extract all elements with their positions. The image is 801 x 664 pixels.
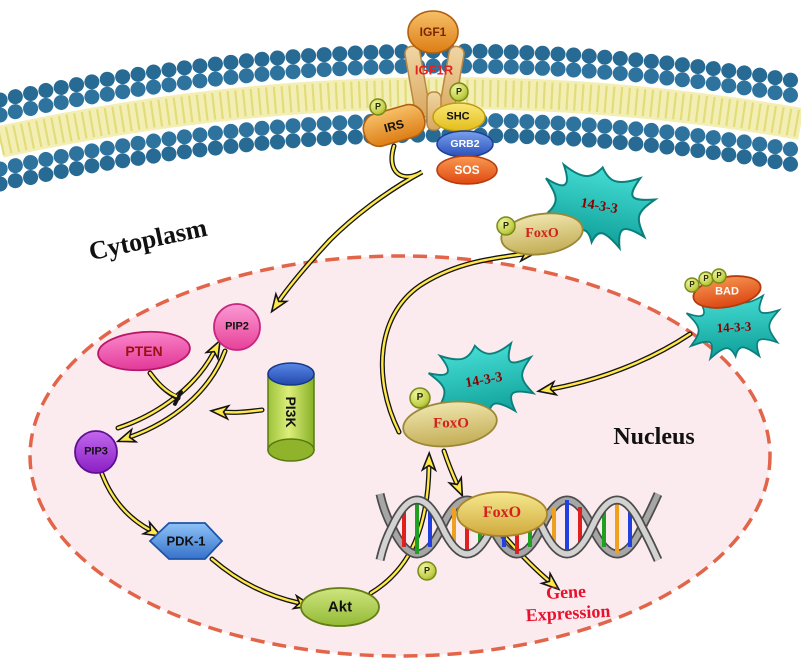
arrow-receptor-to-pip2 [279,143,424,301]
inhibition-pten [147,370,183,406]
bead-row-2 [0,58,801,123]
arrow-pi3k-catalysis [224,410,265,412]
phospho-circle-dna [417,561,437,581]
shc-shape [432,102,486,132]
arrow-foxo-nuclear-export [379,254,524,435]
foxo-shape-cytoplasmic [500,212,584,256]
bead-row-1 [0,43,801,108]
grb2-shape [436,130,494,158]
nucleus-envelope [28,254,772,658]
arrow-foxo-complex-to-dna [441,448,457,484]
cell-membrane [0,43,801,192]
lipid-tails [0,79,801,156]
foxo-shape-dna [456,491,548,537]
pten-shape [97,330,191,372]
pi3k-shape [267,362,315,462]
phospho-circle-shc [449,82,469,102]
arrow-bad-to-14-3-3 [551,331,693,389]
akt-shape [300,587,380,627]
arrow-gene-expression [503,535,549,581]
foxo-14-3-3-complex-cytoplasmic [496,157,660,256]
foxo-shape-nuclear [402,400,498,448]
arrow-pip2-to-pip3 [130,348,228,437]
phospho-circle-foxo-cytoplasmic [496,216,516,236]
arrow-akt-to-foxo [368,466,429,596]
phospho-circle-irs [369,98,387,116]
arrow-pip3-to-pdk1 [99,471,150,530]
phospho-circle-bad-2 [698,271,714,287]
pip2-shape [213,303,261,351]
arrow-pdk1-to-akt [209,556,299,603]
phospho-circle-bad-3 [711,268,727,284]
phospho-circle-foxo-nuclear [409,387,431,409]
igf1-ligand-shape [407,10,459,54]
receptor-complex [362,10,498,185]
phospho-circle-bad-1 [684,277,700,293]
pip3-shape [74,430,118,474]
pdk1-shape [148,522,224,560]
foxo-14-3-3-complex-nuclear [402,335,541,448]
bad-14-3-3-complex [684,268,783,361]
sos-shape [436,155,498,185]
